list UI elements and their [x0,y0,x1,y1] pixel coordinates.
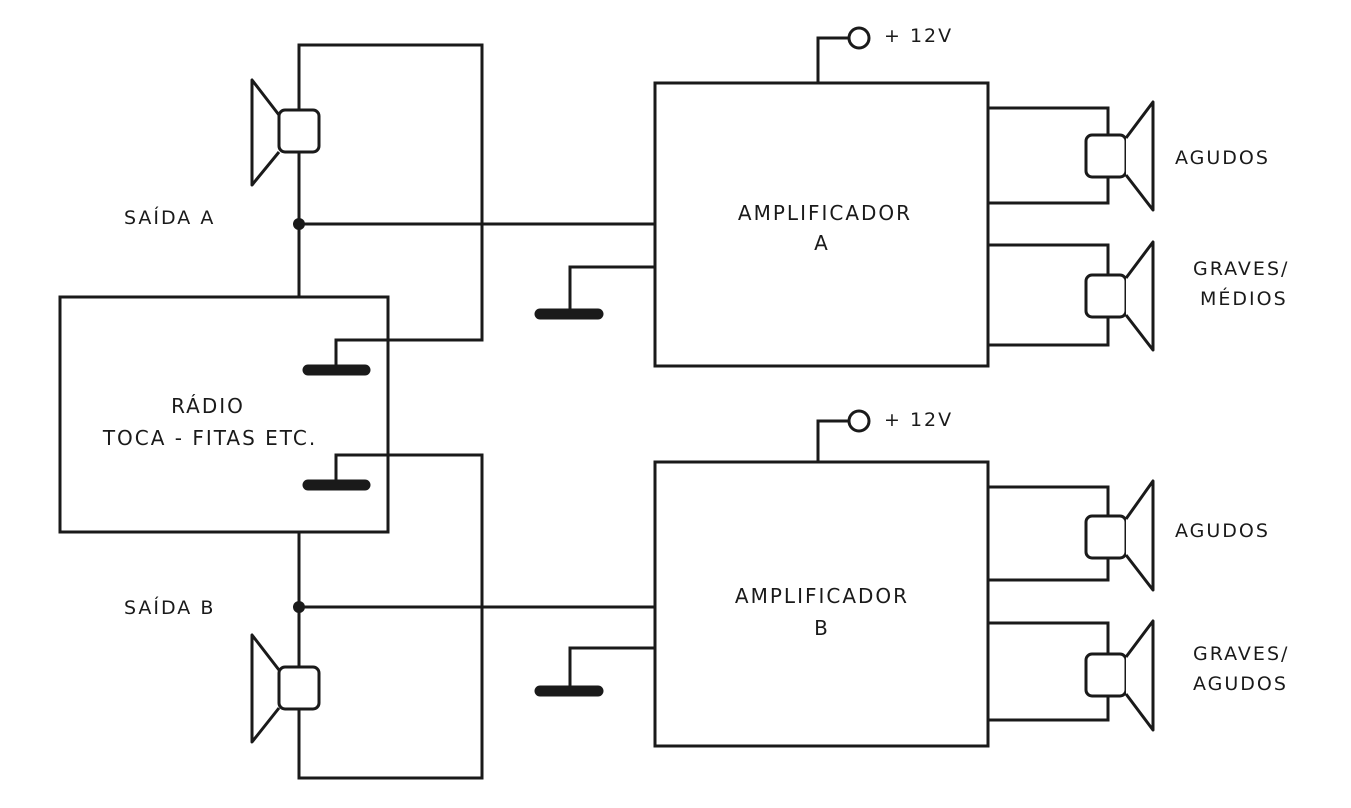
amp-b-speaker-top-label: AGUDOS [1175,520,1270,542]
speaker-amp-b-tweeter [1084,479,1155,592]
speaker-output-b [250,633,321,744]
speaker-output-a [250,78,321,187]
amp-b-speaker-bottom-label-line1: GRAVES/ [1193,643,1289,665]
amplifier-b-label-line2: B [814,616,830,640]
amp-b-speaker-bottom-label-line2: AGUDOS [1193,673,1288,695]
source-unit-box [58,295,390,534]
amplifier-b-woofer-wiring [986,621,1110,722]
amplifier-b-box [653,460,990,748]
amplifier-b-label-line1: AMPLIFICADOR [735,584,909,608]
output-b-junction [293,601,305,613]
amplifier-b-supply-label: + 12V [884,409,953,431]
supply-a-terminal [847,26,871,50]
source-unit-label-line2: TOCA - FITAS ETC. [102,426,317,450]
output-b-label: SAÍDA B [124,596,215,619]
source-ground-b [302,453,390,491]
amp-a-speaker-bottom-label-line2: MÉDIOS [1200,287,1288,310]
output-a-label: SAÍDA A [124,206,215,229]
amp-a-speaker-bottom-label-line1: GRAVES/ [1193,258,1289,280]
amplifier-a-supply [816,26,871,85]
source-ground-a [302,338,390,376]
speaker-amp-a-woofer [1084,240,1155,352]
amplifier-a-label-line1: AMPLIFICADOR [738,201,912,225]
amp-a-speaker-top-label: AGUDOS [1175,147,1270,169]
speaker-amp-b-woofer [1084,619,1155,732]
amplifier-a-label-line2: A [814,231,830,255]
amplifier-a-tweeter-wiring [986,106,1110,205]
supply-b-terminal [847,409,871,433]
source-unit-label-line1: RÁDIO [171,394,245,418]
amplifier-a-box [653,81,990,368]
amplifier-b-ground [534,646,657,697]
amplifier-b-tweeter-wiring [986,485,1110,582]
amplifier-a-ground [534,265,657,320]
amplifier-a-supply-label: + 12V [884,25,953,47]
amplifier-b-supply [816,409,871,464]
amplifier-a-woofer-wiring [986,243,1110,347]
output-a-junction [293,218,305,230]
speaker-amp-a-tweeter [1084,100,1155,212]
